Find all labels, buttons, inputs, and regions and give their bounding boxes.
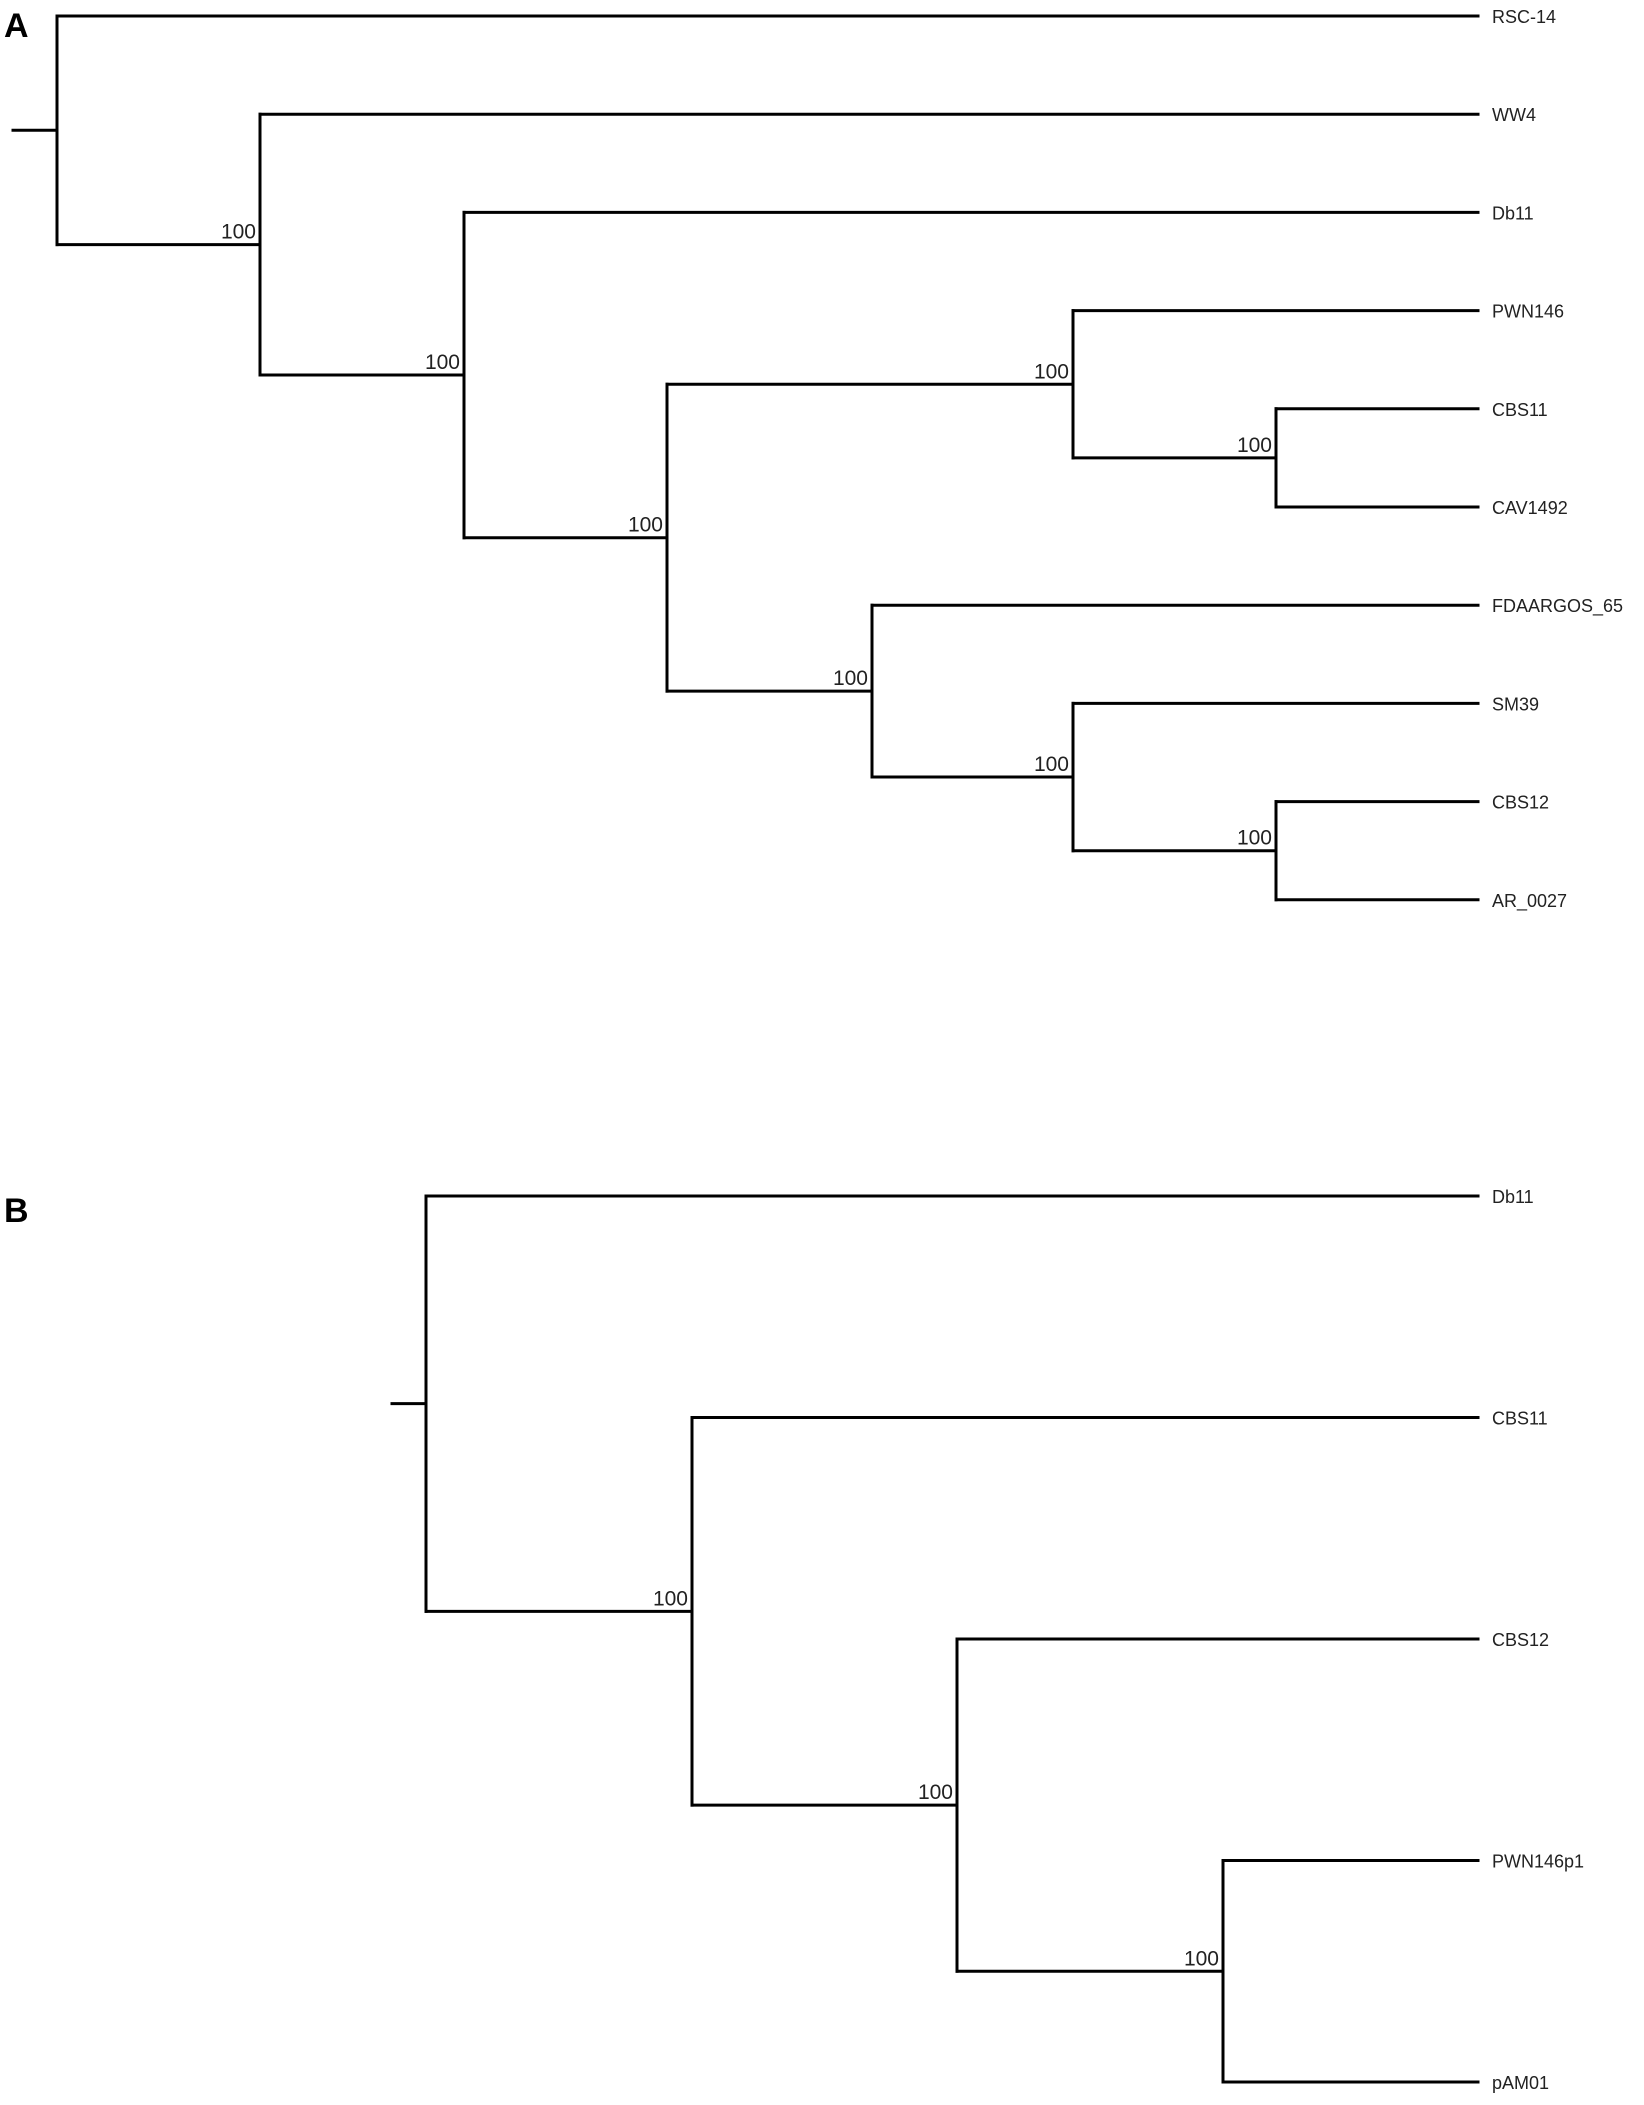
leaf-label: CAV1492 [1492,498,1568,518]
leaf-label: AR_0027 [1492,891,1567,912]
bootstrap-support-label: 100 [1034,753,1069,776]
bootstrap-support-label: 100 [425,351,460,374]
leaf-label: RSC-14 [1492,7,1556,27]
bootstrap-support-label: 100 [833,667,868,690]
leaf-label: PWN146p1 [1492,1852,1584,1872]
leaf-label: WW4 [1492,105,1536,125]
panel-a-label: A [4,7,29,45]
leaf-label: Db11 [1492,1187,1534,1207]
bootstrap-support-label: 100 [628,514,663,537]
bootstrap-support-label: 100 [1237,434,1272,457]
leaf-label: CBS11 [1492,400,1548,420]
bootstrap-support-label: 100 [1034,360,1069,383]
bootstrap-support-label: 100 [1237,827,1272,850]
leaf-label: CBS11 [1492,1409,1548,1429]
bootstrap-support-label: 100 [1184,1947,1219,1970]
leaf-label: FDAARGOS_65 [1492,596,1623,617]
leaf-label: PWN146 [1492,302,1564,322]
leaf-label: SM39 [1492,694,1539,714]
bootstrap-support-label: 100 [653,1587,688,1610]
leaf-label: CBS12 [1492,793,1549,813]
leaf-label: CBS12 [1492,1630,1549,1650]
leaf-label: pAM01 [1492,2073,1549,2093]
bootstrap-support-label: 100 [221,221,256,244]
panel-a-tree: A RSC-14WW4Db11PWN146CBS11CAV1492100100F… [4,7,1623,912]
panel-b-label: B [4,1192,29,1230]
bootstrap-support-label: 100 [918,1781,953,1804]
leaf-label: Db11 [1492,203,1534,223]
